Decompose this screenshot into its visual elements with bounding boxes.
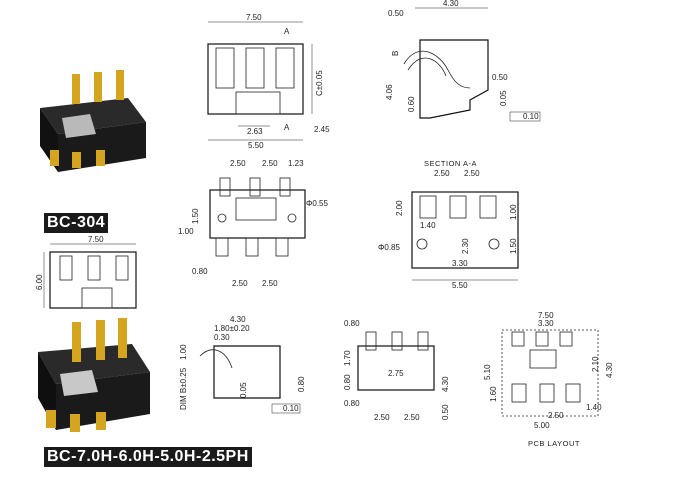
svg-text:4.30: 4.30 — [230, 315, 246, 324]
svg-text:2.50: 2.50 — [374, 413, 390, 422]
svg-text:DIM B±0.25: DIM B±0.25 — [179, 367, 188, 410]
svg-text:2.50: 2.50 — [262, 159, 278, 168]
pcb-layout: 7.50 3.30 2.10 4.30 5.10 1.60 2.50 5.00 … — [483, 311, 614, 448]
view-side-a: 4.30 0.50 B 4.06 0.60 0.50 0.05 0.10 — [385, 0, 541, 122]
svg-text:2.10: 2.10 — [591, 356, 600, 372]
svg-text:SECTION A-A: SECTION A-A — [424, 159, 477, 168]
svg-text:0.50: 0.50 — [388, 9, 404, 18]
view-top-front: 7.50 A C±0.05 A 2.63 5.50 2.45 — [207, 13, 330, 150]
svg-text:5.10: 5.10 — [483, 364, 492, 380]
svg-text:0.10: 0.10 — [523, 112, 539, 121]
svg-text:B: B — [391, 51, 400, 56]
svg-text:2.45: 2.45 — [314, 125, 330, 134]
svg-text:0.80: 0.80 — [344, 399, 360, 408]
svg-text:0.05: 0.05 — [239, 382, 248, 398]
svg-text:4.06: 4.06 — [385, 84, 394, 100]
svg-text:3.30: 3.30 — [538, 319, 554, 328]
svg-text:2.50: 2.50 — [404, 413, 420, 422]
svg-text:1.50: 1.50 — [509, 238, 518, 254]
svg-text:1.70: 1.70 — [343, 350, 352, 366]
svg-text:5.50: 5.50 — [452, 281, 468, 290]
view-front-c: 0.80 1.70 0.80 2.75 4.30 0.80 2.50 2.50 … — [343, 319, 450, 422]
svg-text:6.00: 6.00 — [35, 274, 44, 290]
model-label-bc7: BC-7.0H-6.0H-5.0H-2.5PH — [44, 447, 252, 467]
svg-text:0.10: 0.10 — [283, 404, 299, 413]
svg-text:2.00: 2.00 — [395, 200, 404, 216]
svg-text:2.50: 2.50 — [434, 169, 450, 178]
svg-text:0.80: 0.80 — [343, 374, 352, 390]
svg-text:1.40: 1.40 — [586, 403, 602, 412]
svg-text:3.30: 3.30 — [452, 259, 468, 268]
small-top-view: 7.50 6.00 — [35, 235, 137, 309]
svg-text:0.80: 0.80 — [297, 376, 306, 392]
svg-text:7.50: 7.50 — [88, 235, 104, 244]
svg-text:2.50: 2.50 — [230, 159, 246, 168]
svg-text:2.50: 2.50 — [464, 169, 480, 178]
svg-text:7.50: 7.50 — [246, 13, 262, 22]
svg-text:2.63: 2.63 — [247, 127, 263, 136]
svg-text:1.00: 1.00 — [509, 204, 518, 220]
svg-text:4.30: 4.30 — [605, 362, 614, 378]
svg-text:Φ0.85: Φ0.85 — [378, 243, 401, 252]
svg-text:4.30: 4.30 — [443, 0, 459, 8]
svg-text:0.50: 0.50 — [441, 404, 450, 420]
svg-text:2.50: 2.50 — [232, 279, 248, 288]
model-label-bc304: BC-304 — [44, 213, 109, 233]
svg-text:PCB LAYOUT: PCB LAYOUT — [528, 439, 580, 448]
svg-text:1.00: 1.00 — [178, 227, 194, 236]
svg-text:4.30: 4.30 — [441, 376, 450, 392]
svg-text:2.75: 2.75 — [388, 369, 404, 378]
view-side-b: 4.30 1.80±0.20 0.30 1.00 DIM B±0.25 0.05… — [179, 315, 306, 414]
svg-text:2.50: 2.50 — [262, 279, 278, 288]
svg-text:1.00: 1.00 — [179, 344, 188, 360]
svg-text:Φ0.55: Φ0.55 — [306, 199, 329, 208]
product-photo-bc304 — [38, 70, 146, 174]
svg-text:0.80: 0.80 — [192, 267, 208, 276]
svg-text:0.30: 0.30 — [214, 333, 230, 342]
svg-text:C±0.05: C±0.05 — [315, 70, 324, 96]
svg-text:A: A — [284, 27, 290, 36]
svg-text:0.60: 0.60 — [407, 96, 416, 112]
svg-text:0.50: 0.50 — [492, 73, 508, 82]
product-photo-bc7 — [38, 318, 150, 432]
svg-text:1.23: 1.23 — [288, 159, 304, 168]
section-aa: SECTION A-A 2.50 2.50 2.00 1.00 1.40 2.3… — [378, 159, 519, 290]
svg-text:5.50: 5.50 — [248, 141, 264, 150]
svg-text:2.30: 2.30 — [461, 238, 470, 254]
svg-text:2.50: 2.50 — [548, 411, 564, 420]
svg-text:A: A — [284, 123, 290, 132]
svg-text:0.80: 0.80 — [344, 319, 360, 328]
svg-text:0.05: 0.05 — [499, 90, 508, 106]
svg-text:1.50: 1.50 — [191, 208, 200, 224]
view-front-b: 2.50 2.50 1.23 Φ0.55 1.50 1.00 0.80 2.50… — [178, 159, 329, 288]
svg-text:1.80±0.20: 1.80±0.20 — [214, 324, 250, 333]
svg-text:5.00: 5.00 — [534, 421, 550, 430]
svg-text:7.50: 7.50 — [538, 311, 554, 320]
svg-text:1.60: 1.60 — [489, 386, 498, 402]
svg-text:1.40: 1.40 — [420, 221, 436, 230]
